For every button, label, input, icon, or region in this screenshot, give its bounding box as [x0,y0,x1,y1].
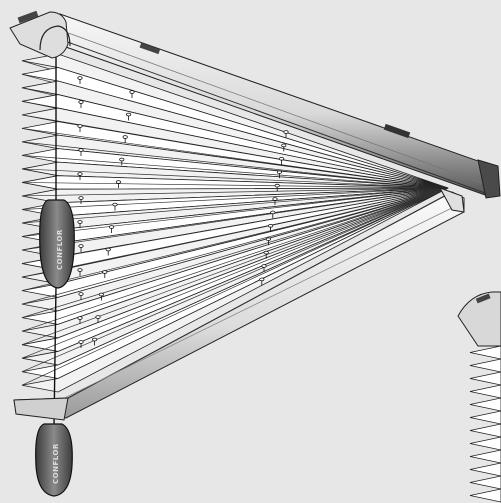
secondary-pleat [469,462,501,477]
pleat-crease [21,187,449,373]
pleat-crease [21,187,449,291]
secondary-pleat [469,371,501,386]
pleat-crease [21,187,449,264]
eyelet [267,224,274,228]
eyelet [77,76,83,80]
pleat-crease [21,187,449,318]
eyelet [270,210,276,215]
secondary-pleat [469,475,501,490]
eyelet [105,247,111,252]
eyelet [77,316,83,320]
handle-upper-brand: CONFLOR [56,229,64,270]
eyelet [102,270,108,274]
eyelet [78,244,84,248]
eyelet [265,237,271,242]
pleat-crease [21,187,449,332]
handle-upper[interactable]: CONFLOR [39,199,75,289]
pleat-crease [21,187,449,197]
pleat-crease [21,187,449,251]
pleat-crease [21,187,449,278]
eyelet [261,264,267,268]
secondary-pleat [469,488,501,503]
pleat-crease [21,187,449,224]
eyelet [263,250,269,255]
secondary-pleat [469,345,501,360]
eyelet [115,180,122,184]
eyelet [122,135,128,139]
handle-lower[interactable]: CONFLOR [35,423,73,497]
pleated-fabric [21,53,449,393]
secondary-pleat [469,358,501,373]
secondary-pleat [469,449,501,464]
pleat-crease [21,182,449,189]
eyelet [77,124,83,128]
pleat-crease [21,187,449,237]
secondary-pleat [469,397,501,412]
eyelet [274,183,280,188]
pleat-crease [21,141,449,189]
eyelet [77,268,83,272]
top-rail-end-cap [9,10,71,59]
eyelet [129,90,135,94]
secondary-pleat [469,384,501,399]
top-rail-right-cap [477,159,501,199]
secondary-blind [457,291,501,503]
pleat [21,187,449,393]
eyelet [78,148,84,152]
eyelet [98,292,105,297]
secondary-pleat [469,436,501,451]
handle-lower-brand: CONFLOR [52,443,60,484]
eyelet [276,170,282,175]
eyelet [78,196,84,200]
cord-eyelets [53,44,289,427]
eyelet [78,292,84,296]
eyelet [272,197,278,201]
secondary-pleat [469,423,501,438]
eyelet [283,130,289,134]
eyelet [278,157,285,161]
eyelet [92,337,98,342]
eyelet [259,277,265,282]
pleat-crease [21,155,449,189]
bottom-rail [13,187,465,421]
pleat-crease [21,187,449,305]
eyelet [109,225,115,229]
eyelet [78,100,84,104]
eyelet [78,340,84,344]
pleat-crease [21,187,449,359]
pleat-crease [21,187,449,346]
secondary-pleat [469,410,501,425]
pleat-crease [21,187,449,386]
eyelet [126,112,132,117]
eyelet [281,143,287,148]
eyelet [95,315,101,319]
pleat-crease [21,168,449,189]
eyelet [119,157,125,162]
eyelet [112,202,118,207]
eyelet [77,220,83,224]
eyelet [77,172,83,176]
pleat-crease [21,187,449,210]
